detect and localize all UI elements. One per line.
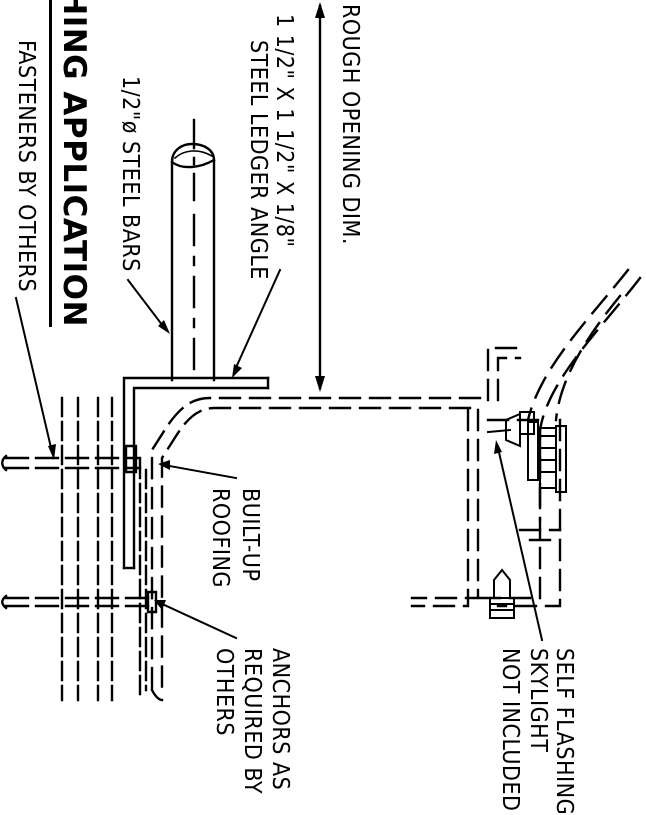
anchor-screw bbox=[490, 570, 514, 618]
steel-ledger-angle bbox=[124, 378, 268, 568]
steel-bars-label: 1/2"ø STEEL BARS bbox=[117, 76, 143, 272]
drawing-title: FLASHING APPLICATION bbox=[56, 0, 92, 327]
skylight-label-line1: SELF FLASHING bbox=[551, 648, 577, 815]
skylight-clamp bbox=[488, 412, 566, 492]
built-up-roofing-label-line1: BUILT-UP bbox=[237, 488, 263, 582]
rough-opening-label: ROUGH OPENING DIM. bbox=[337, 4, 363, 245]
skylight-dome bbox=[528, 270, 640, 520]
leader-lines bbox=[16, 270, 542, 640]
anchors-label-line3: OTHERS bbox=[211, 648, 237, 737]
fasteners-label: FASTENERS BY OTHERS bbox=[13, 40, 39, 293]
built-up-roofing-label-line2: ROOFING bbox=[207, 488, 233, 588]
skylight-label-line3: NOT INCLUDED bbox=[497, 648, 523, 812]
fastener-head bbox=[2, 456, 6, 470]
ledger-angle-label-line1: 1 1/2" X 1 1/2" X 1/8" bbox=[271, 14, 297, 248]
curb-frame-dashed bbox=[152, 348, 560, 700]
skylight-label-line2: SKYLIGHT bbox=[525, 648, 551, 753]
ledger-angle-label-line2: STEEL LEDGER ANGLE bbox=[245, 40, 271, 280]
built-up-roofing bbox=[62, 398, 146, 700]
steel-bar bbox=[172, 120, 214, 380]
fastener bbox=[6, 458, 150, 606]
anchors-label-line2: REQUIRED BY bbox=[239, 648, 265, 795]
anchor-head bbox=[2, 596, 6, 608]
fastener-plate bbox=[126, 446, 136, 472]
rough-opening-dimension-line bbox=[315, 2, 325, 392]
anchors-label-line1: ANCHORS AS bbox=[267, 648, 293, 791]
